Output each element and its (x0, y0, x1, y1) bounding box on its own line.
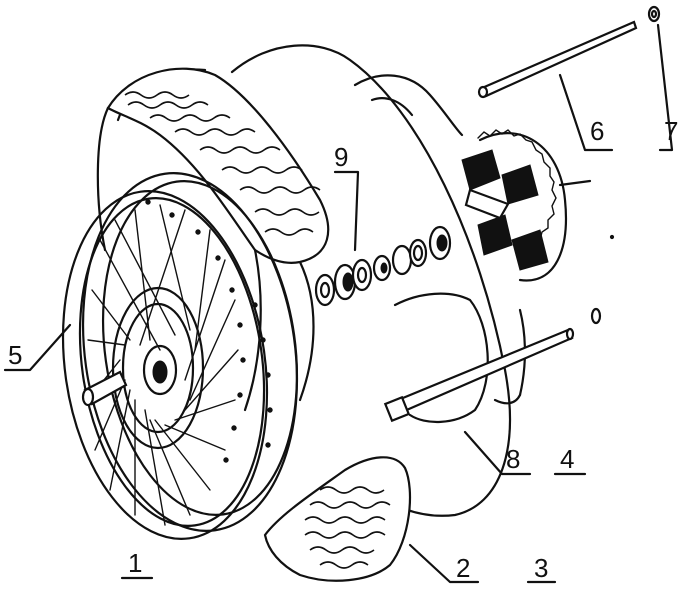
leader-lines (3, 23, 674, 584)
axle-part-8 (383, 307, 602, 423)
tube-part-2-upper (353, 74, 464, 137)
callout-6: 6 (590, 116, 604, 146)
bolt-part-6 (477, 20, 638, 99)
tire-tread-lower (263, 456, 412, 582)
callout-4: 4 (560, 444, 574, 474)
callout-3: 3 (534, 553, 548, 583)
callout-1: 1 (128, 548, 142, 578)
sprocket-carrier (461, 129, 615, 282)
callout-9: 9 (334, 142, 348, 172)
tire-tread-upper (106, 67, 330, 264)
callout-5: 5 (8, 340, 22, 370)
axle-stub-left (81, 370, 128, 407)
callout-2: 2 (456, 553, 470, 583)
callout-7: 7 (664, 116, 678, 146)
wheel-rim-part-1 (61, 172, 299, 540)
nut-part-7 (647, 5, 661, 23)
bearing-stack-part-9 (314, 225, 452, 307)
callout-8: 8 (506, 444, 520, 474)
